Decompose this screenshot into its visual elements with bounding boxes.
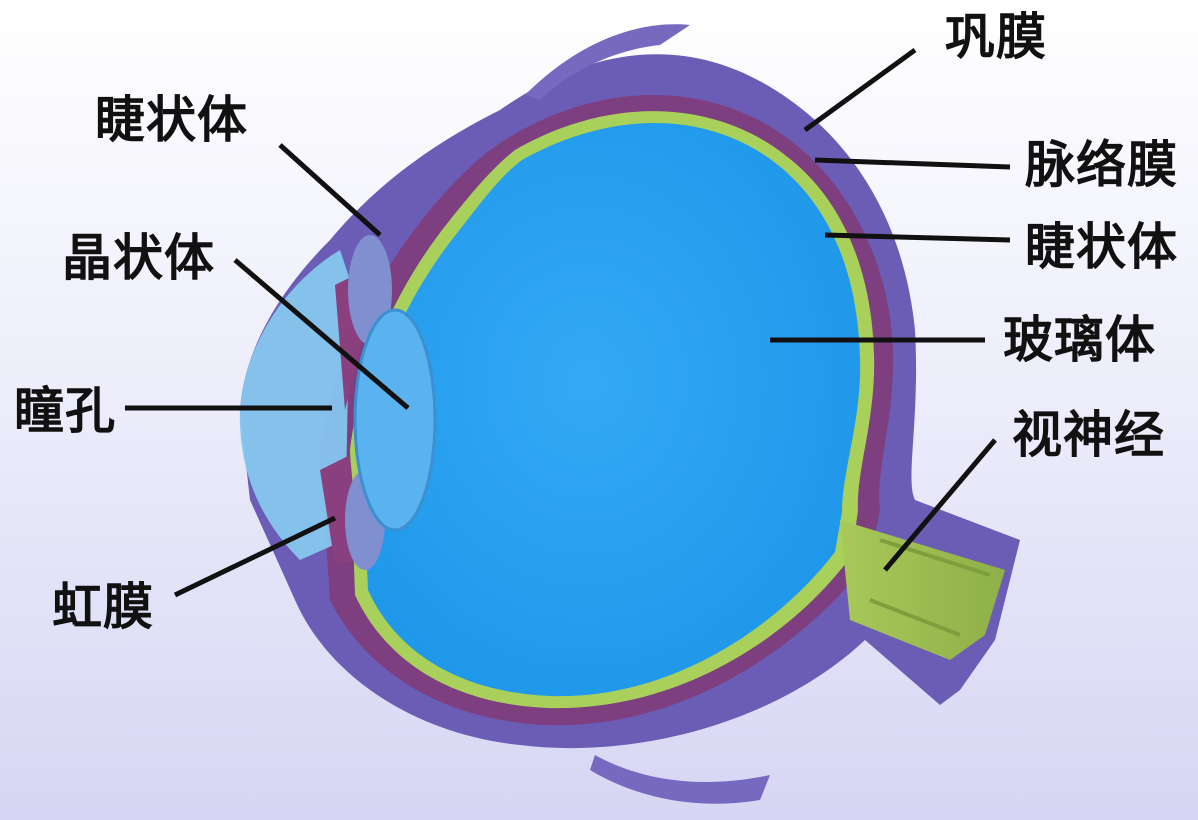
label-iris: 虹膜: [52, 582, 154, 632]
label-pupil: 瞳孔: [14, 386, 116, 436]
label-retina: 睫状体: [1025, 222, 1178, 272]
leader-sclera: [805, 50, 915, 130]
label-vitreous-body: 玻璃体: [1003, 315, 1156, 365]
label-ciliary-body: 睫状体: [95, 95, 248, 145]
lens: [355, 310, 435, 530]
label-choroid: 脉络膜: [1025, 140, 1178, 190]
lower-eyelid: [590, 755, 770, 804]
label-lens: 晶状体: [62, 233, 215, 283]
label-sclera: 巩膜: [945, 12, 1047, 62]
label-optic-nerve: 视神经: [1012, 410, 1165, 460]
leader-ciliary: [280, 145, 380, 235]
